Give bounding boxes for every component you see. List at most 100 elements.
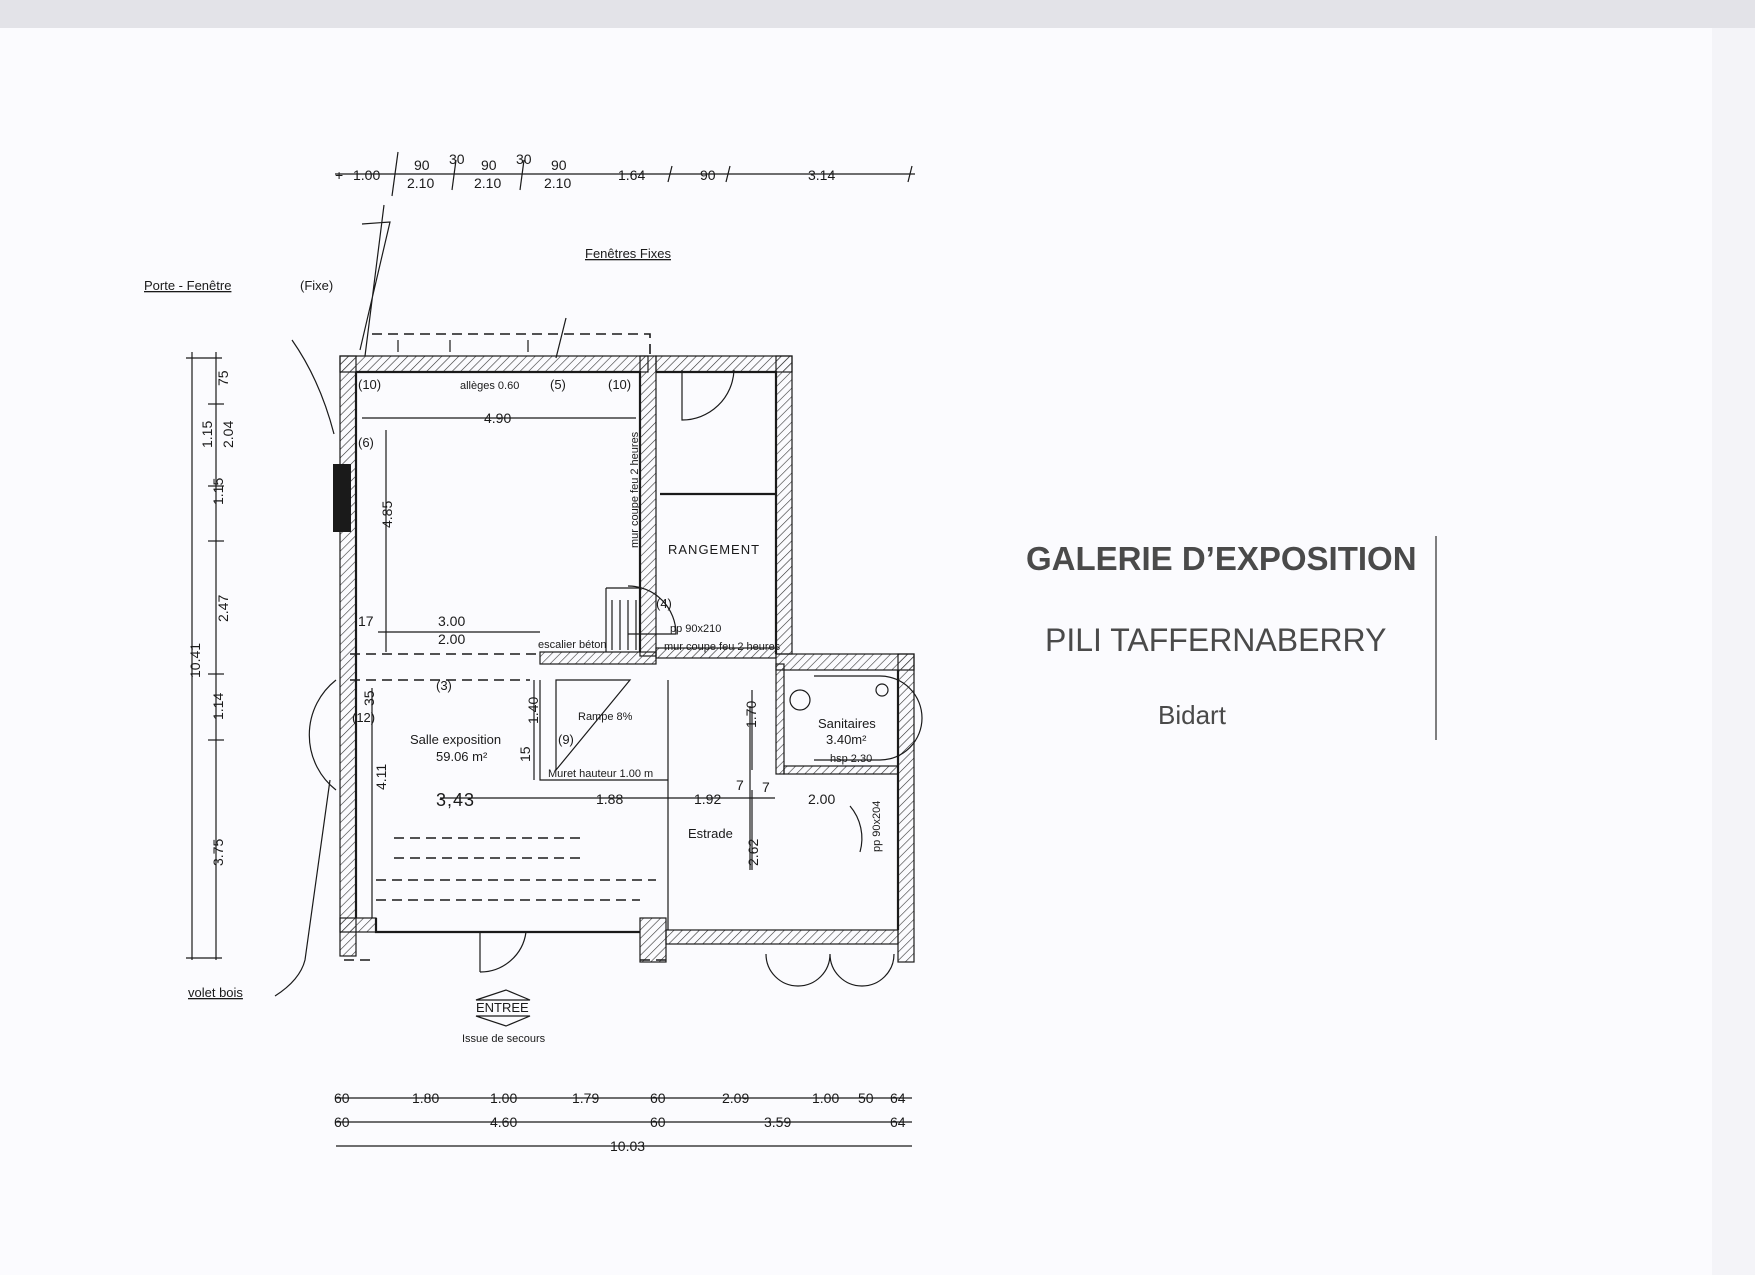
- dim-3-43-handwritten: 3,43: [436, 790, 475, 810]
- label-alleges: allèges 0.60: [460, 380, 519, 392]
- label-porte-fenetre: Porte - Fenêtre: [144, 278, 231, 293]
- wall-north-gallery: [339, 355, 649, 373]
- dim-left-10-41: 10.41: [187, 643, 203, 678]
- dim-top-90c: 90: [551, 157, 567, 173]
- dim-bottom-r2-64: 64: [890, 1114, 906, 1130]
- label-rampe: Rampe 8%: [578, 711, 633, 723]
- label-salle-area: 59.06 m²: [436, 749, 488, 764]
- leader-lines: [274, 204, 567, 997]
- dim-2-62: 2.62: [745, 839, 761, 866]
- label-sanitaires-area: 3.40m²: [826, 732, 867, 747]
- dim-top-plus: +: [335, 167, 343, 183]
- inner-dimension-lines: [362, 417, 753, 918]
- dim-4-11: 4.11: [373, 764, 389, 790]
- dim-top-3-14: 3.14: [808, 167, 835, 183]
- dim-top-90a: 90: [414, 157, 430, 173]
- callout-10a: (10): [358, 377, 381, 392]
- dim-left-1-15a: 1.15: [199, 421, 215, 448]
- dim-bottom-r1-60b: 60: [650, 1090, 666, 1106]
- label-rangement: RANGEMENT: [668, 542, 760, 557]
- label-escalier-beton: escalier béton: [538, 639, 607, 651]
- wall-east-storage: [775, 355, 793, 655]
- dim-left-1-14: 1.14: [210, 693, 226, 720]
- dim-bottom-r1-1-79: 1.79: [572, 1090, 599, 1106]
- label-estrade: Estrade: [688, 826, 733, 841]
- wall-south-a: [339, 917, 377, 933]
- label-issue-de-secours: Issue de secours: [462, 1033, 546, 1045]
- callout-12: (12): [352, 710, 375, 725]
- title-town: Bidart: [1158, 700, 1227, 730]
- wall-south-b: [639, 917, 667, 963]
- left-dimension-lines: 75 1.15 2.04 1.15 2.47 10.41 1.14 3.75: [186, 352, 236, 960]
- title-artist: PILI TAFFERNABERRY: [1045, 622, 1386, 658]
- dim-15: 15: [517, 746, 533, 762]
- dim-top-1-00: 1.00: [353, 167, 380, 183]
- dim-left-2-04: 2.04: [220, 421, 236, 448]
- label-fenetres-fixes: Fenêtres Fixes: [585, 246, 671, 261]
- label-pp-90x204: pp 90x204: [871, 801, 883, 852]
- dim-bottom-r2-60b: 60: [650, 1114, 666, 1130]
- dim-bottom-r1-1-80: 1.80: [412, 1090, 439, 1106]
- dim-4-90: 4.90: [484, 410, 511, 426]
- dim-7a: 7: [736, 777, 744, 793]
- dim-top-2-10c: 2.10: [544, 175, 571, 191]
- callout-10b: (10): [608, 377, 631, 392]
- wall-south-c: [665, 929, 899, 945]
- dim-bottom-total: 10.03: [610, 1138, 645, 1154]
- label-volet-bois: volet bois: [188, 985, 243, 1000]
- dim-bottom-r1-60a: 60: [334, 1090, 350, 1106]
- top-dimension-line: + 1.00 90 2.10 30 90 2.10 30 90 2.10 1.6…: [335, 151, 915, 197]
- callout-6: (6): [358, 435, 374, 450]
- dashed-outlines: [344, 333, 668, 961]
- dim-bottom-r1-64: 64: [890, 1090, 906, 1106]
- dim-1-40: 1.40: [525, 697, 541, 724]
- dim-top-2-10b: 2.10: [474, 175, 501, 191]
- label-sanitaires: Sanitaires: [818, 716, 876, 731]
- dim-4-85: 4.85: [379, 501, 395, 528]
- dim-top-30b: 30: [516, 151, 532, 167]
- dim-top-2-10a: 2.10: [407, 175, 434, 191]
- dim-17: 17: [358, 613, 374, 629]
- entrance-marker: ENTREE Issue de secours: [462, 989, 546, 1045]
- bottom-dimension-lines: 60 1.80 1.00 1.79 60 2.09 1.00 50 64 60 …: [334, 1090, 912, 1154]
- dim-left-3-75: 3.75: [210, 839, 226, 866]
- callout-3: (3): [436, 678, 452, 693]
- dim-bottom-r2-4-60: 4.60: [490, 1114, 517, 1130]
- dim-1-70: 1.70: [743, 701, 759, 728]
- building-walls: [333, 355, 915, 963]
- wall-sanitaires-west: [775, 663, 785, 775]
- dim-bottom-r1-2-09: 2.09: [722, 1090, 749, 1106]
- label-mur-coupe-feu-horizontal: mur coupe feu 2 heures: [664, 641, 781, 653]
- dim-bottom-r1-1-00b: 1.00: [812, 1090, 839, 1106]
- label-muret: Muret hauteur 1.00 m: [548, 768, 653, 780]
- dim-left-1-15b: 1.15: [210, 478, 226, 505]
- dim-top-30a: 30: [449, 151, 465, 167]
- callout-9: (9): [558, 732, 574, 747]
- wall-sanitaires-south: [783, 765, 899, 775]
- label-entree: ENTREE: [476, 1000, 529, 1015]
- interior-features: [397, 340, 775, 930]
- dim-bottom-r2-60a: 60: [334, 1114, 350, 1130]
- dim-bottom-r1-50: 50: [858, 1090, 874, 1106]
- label-mur-coupe-feu-vertical: mur coupe feu 2 heures: [629, 431, 641, 548]
- wall-north-storage: [655, 355, 793, 373]
- label-hsp: hsp 2.30: [830, 753, 872, 765]
- callout-4: (4): [656, 596, 672, 611]
- dim-7b: 7: [762, 779, 770, 795]
- dim-left-75: 75: [215, 370, 231, 386]
- dim-top-1-64: 1.64: [618, 167, 645, 183]
- dim-left-2-47: 2.47: [215, 595, 231, 622]
- dim-35: 35: [361, 690, 377, 706]
- label-pp-90x210: pp 90x210: [670, 623, 721, 635]
- title-block: GALERIE D’EXPOSITION PILI TAFFERNABERRY …: [1026, 536, 1437, 740]
- scan-top-band: [0, 0, 1755, 28]
- callout-5: (5): [550, 377, 566, 392]
- volet-block: [333, 464, 351, 532]
- dim-3-00: 3.00: [438, 613, 465, 629]
- label-fixe: (Fixe): [300, 278, 333, 293]
- wall-stair-landing: [539, 651, 657, 665]
- label-salle-exposition: Salle exposition: [410, 732, 501, 747]
- dim-2-00b: 2.00: [808, 791, 835, 807]
- dim-2-00a: 2.00: [438, 631, 465, 647]
